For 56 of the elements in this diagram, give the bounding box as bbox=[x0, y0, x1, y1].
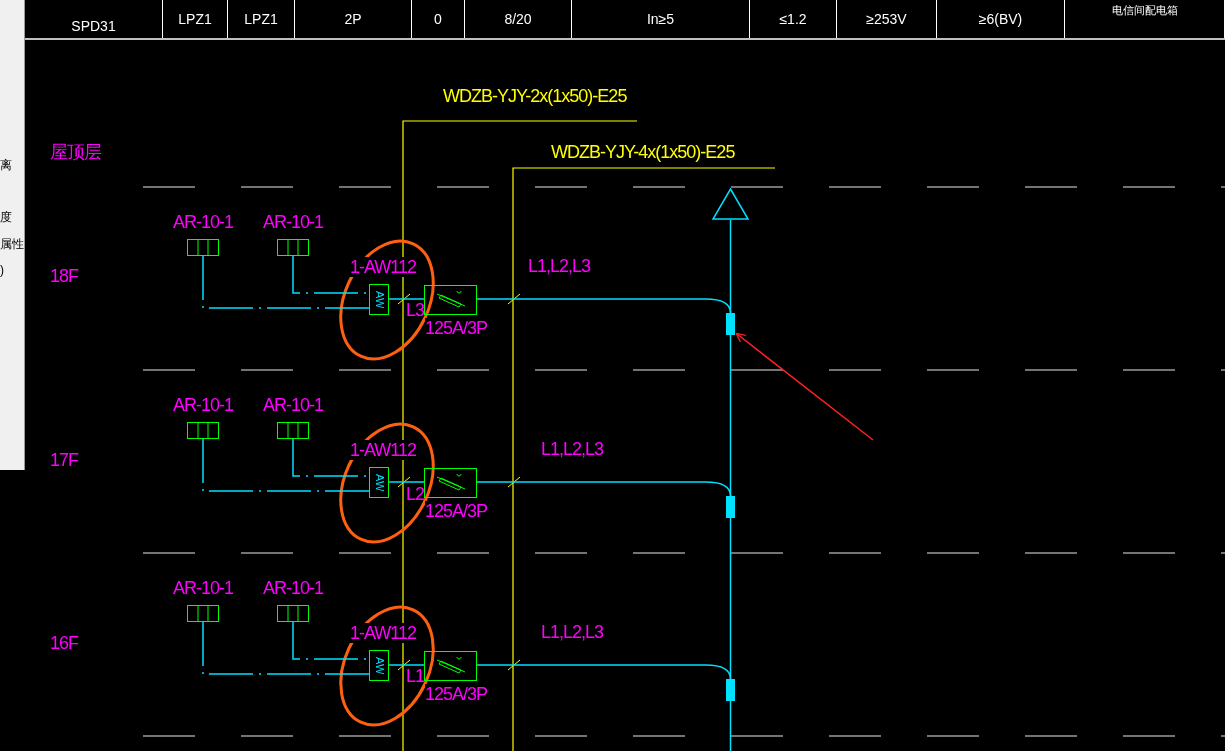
table-cell: In≥5 bbox=[572, 0, 750, 38]
cable-label: WDZB-YJY-4x(1x50)-E25 bbox=[551, 142, 735, 162]
annotation-text: L1,L2,L3 bbox=[528, 256, 591, 276]
busway-tap-box bbox=[726, 679, 735, 701]
table-cell: 0 bbox=[412, 0, 465, 38]
terminal-label: AR-10-1 bbox=[263, 212, 323, 232]
table-cell: LPZ1 bbox=[228, 0, 295, 38]
device-label: 1-AW112 bbox=[350, 257, 417, 277]
menu-item-text: 离 bbox=[0, 157, 12, 174]
menu-item-text: 度 bbox=[0, 209, 12, 226]
terminal-label: AR-10-1 bbox=[173, 395, 233, 415]
cable-label: WDZB-YJY-2x(1x50)-E25 bbox=[443, 86, 627, 106]
connector-line bbox=[202, 438, 370, 492]
terminal-label: AR-10-1 bbox=[173, 578, 233, 598]
terminal-label: AR-10-1 bbox=[173, 212, 233, 232]
connector-line bbox=[388, 298, 425, 300]
table-cell: 2P bbox=[295, 0, 412, 38]
table-cell: ≥253V bbox=[837, 0, 937, 38]
panel-box: AW bbox=[369, 284, 389, 315]
breaker-box bbox=[424, 285, 477, 315]
connector-line bbox=[476, 298, 732, 314]
breaker-box bbox=[424, 651, 477, 681]
arrow bbox=[735, 332, 874, 441]
annotation-text: L2 bbox=[406, 484, 425, 504]
annotation-text: L1 bbox=[406, 666, 425, 686]
busway-tap-box bbox=[726, 496, 735, 518]
terminal-label: AR-10-1 bbox=[263, 578, 323, 598]
device-label: 1-AW112 bbox=[350, 440, 417, 460]
connector-line bbox=[388, 481, 425, 483]
connector-line bbox=[729, 700, 732, 751]
annotation-text: 屋顶层 bbox=[50, 142, 101, 162]
menu-item-text: 属性 bbox=[0, 236, 24, 253]
connector-line bbox=[202, 621, 370, 675]
annotation-text: 18F bbox=[50, 266, 79, 286]
annotation-text: 17F bbox=[50, 450, 79, 470]
annotation-text: L3 bbox=[406, 300, 425, 320]
panel-box: AW bbox=[369, 467, 389, 498]
annotation-text: 16F bbox=[50, 633, 79, 653]
table-cell: 8/20 bbox=[465, 0, 572, 38]
menu-item-text: ) bbox=[0, 262, 4, 279]
table-cell: SPD31 bbox=[25, 0, 163, 38]
breaker-box bbox=[424, 468, 477, 498]
table-cell: LPZ1 bbox=[163, 0, 228, 38]
connector-line bbox=[476, 481, 732, 497]
table-cell: ≤1.2 bbox=[750, 0, 837, 38]
connector-line bbox=[202, 255, 370, 309]
annotation-text: L1,L2,L3 bbox=[541, 439, 604, 459]
table-cell: ≥6(BV) bbox=[937, 0, 1065, 38]
panel-box: AW bbox=[369, 650, 389, 681]
connector-line bbox=[476, 664, 732, 680]
annotation-text: L1,L2,L3 bbox=[541, 622, 604, 642]
device-label: 1-AW112 bbox=[350, 623, 417, 643]
terminal-label: AR-10-1 bbox=[263, 395, 323, 415]
busway-tap-box bbox=[726, 313, 735, 335]
table-cell: 电信间配电箱 bbox=[1065, 0, 1225, 38]
connector-line bbox=[388, 664, 425, 666]
